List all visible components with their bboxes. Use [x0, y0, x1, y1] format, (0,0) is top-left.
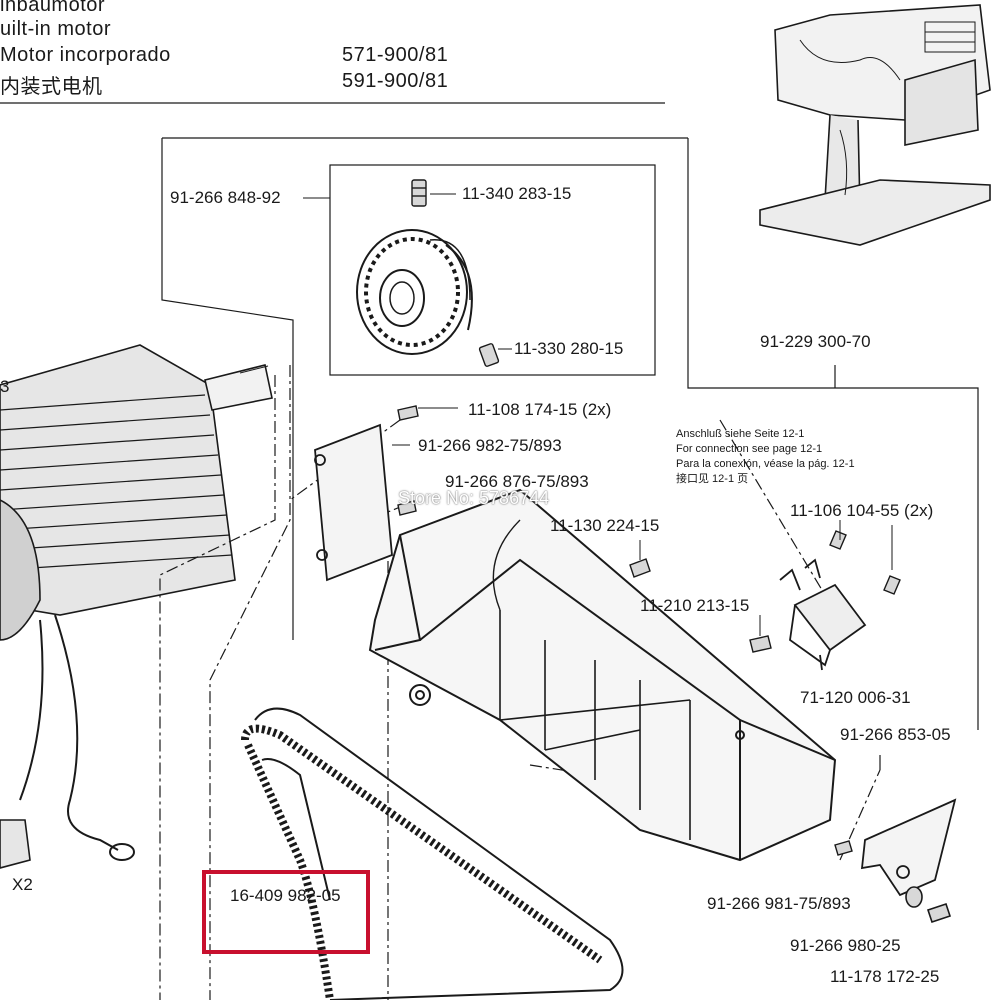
label-belt: 16-409 982-05	[230, 886, 341, 905]
label-bracket: 91-266 853-05	[840, 725, 951, 744]
belt-highlight-box	[202, 870, 370, 954]
connection-note-de: Anschluß siehe Seite 12-1	[676, 428, 805, 440]
model-number-2: 591-900/81	[342, 70, 449, 92]
label-switch: 71-120 006-31	[800, 688, 911, 707]
bracket-plate-drawing	[860, 798, 957, 897]
cover-plate-drawing	[314, 423, 393, 582]
label-screw-guard: 11-130 224-15	[550, 516, 660, 535]
sewing-machine-drawing	[759, 4, 991, 246]
switch-drawing	[779, 558, 867, 671]
label-guard-assembly: 91-229 300-70	[760, 332, 871, 351]
store-watermark: Store No: 5786744	[398, 488, 550, 508]
label-set-screw-top: 11-340 283-15	[462, 184, 572, 203]
header-title-es: Motor incorporado	[0, 44, 171, 66]
label-screw-bottom: 11-178 172-25	[830, 967, 940, 986]
label-belt-guard: 91-266 876-75/893	[445, 472, 589, 491]
motor-drawing	[0, 344, 273, 641]
connection-note-es: Para la conexión, véase la pág. 12-1	[676, 458, 855, 470]
pulley-drawing	[356, 229, 473, 355]
label-screw-cover: 11-108 174-15 (2x)	[468, 400, 612, 419]
label-screw-side: 11-210 213-15	[640, 596, 750, 615]
connection-note-en: For connection see page 12-1	[676, 443, 823, 455]
label-washer: 91-266 980-25	[790, 936, 901, 955]
label-connector: X2	[12, 875, 33, 894]
label-bracket-plate: 91-266 981-75/893	[707, 894, 851, 913]
connection-note-zh: 接口见 12-1 页	[676, 473, 749, 485]
header-title-de: inbaumotor	[0, 0, 106, 16]
label-screw-switch: 11-106 104-55 (2x)	[790, 501, 934, 520]
header-title-zh: 内装式电机	[0, 76, 103, 98]
model-number-1: 571-900/81	[342, 44, 449, 66]
timing-belt-drawing	[241, 707, 624, 1000]
label-pulley-assembly: 91-266 848-92	[170, 188, 281, 207]
label-cover-plate: 91-266 982-75/893	[418, 436, 562, 455]
label-set-screw-bottom: 11-330 280-15	[514, 339, 624, 358]
label-motor-partial: 3	[0, 377, 10, 396]
belt-guard-drawing	[368, 488, 837, 862]
header-title-en: uilt-in motor	[0, 18, 111, 40]
